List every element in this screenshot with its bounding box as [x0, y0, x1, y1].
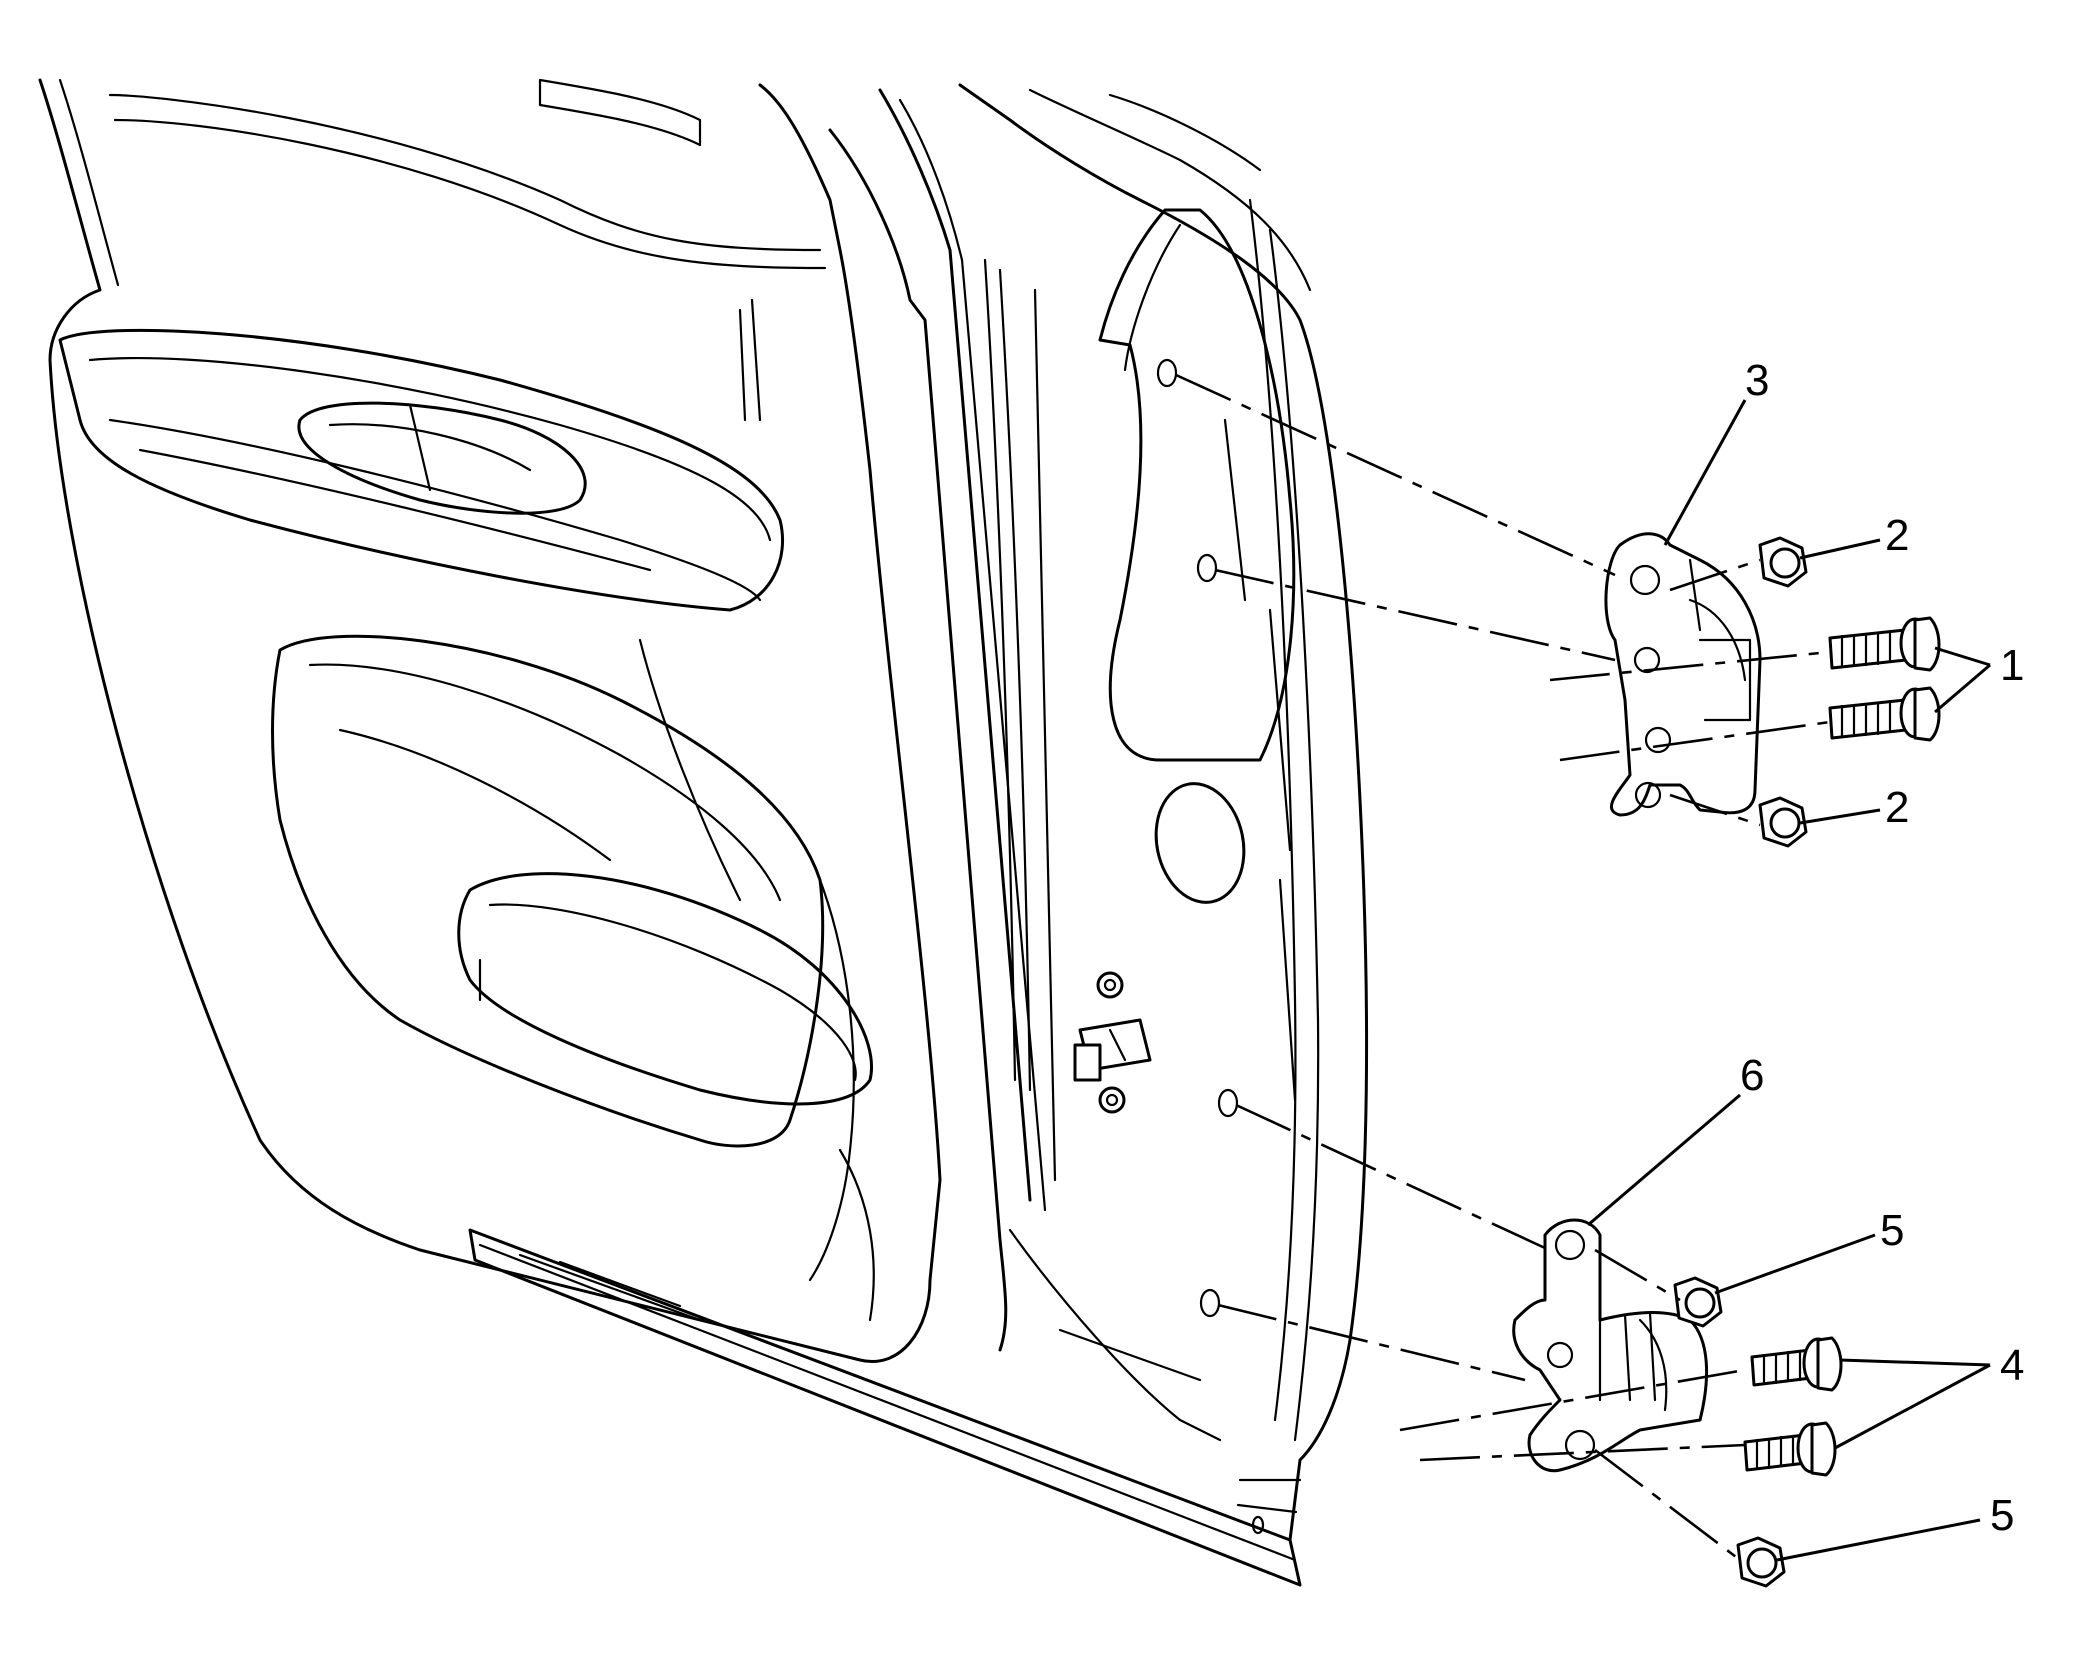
callout-2-lower: 2 — [1885, 783, 1909, 832]
upper-door-hinge — [1604, 532, 1762, 817]
check-strap-bracket — [1073, 971, 1152, 1114]
door-trim-panel — [38, 78, 1302, 1587]
door-frame — [828, 83, 1369, 1542]
leader-lines — [1587, 399, 1991, 1562]
lower-hinge-nuts — [1673, 1276, 1786, 1588]
alignment-lines — [1175, 373, 1831, 1562]
callout-1: 1 — [2000, 641, 2024, 690]
upper-hinge-nuts — [1758, 536, 1808, 848]
callout-2-upper: 2 — [1885, 511, 1909, 560]
callout-6: 6 — [1740, 1051, 1764, 1100]
callout-3: 3 — [1745, 356, 1769, 405]
lower-door-hinge — [1512, 1218, 1708, 1473]
lower-hinge-bolts — [1743, 1336, 1843, 1477]
callout-5-lower: 5 — [1990, 1491, 2014, 1540]
callout-5-upper: 5 — [1880, 1206, 1904, 1255]
callout-labels: 1 2 2 3 4 5 5 6 — [1740, 356, 2024, 1540]
callout-4: 4 — [2000, 1341, 2024, 1390]
upper-hinge-bolts — [1828, 616, 1941, 742]
